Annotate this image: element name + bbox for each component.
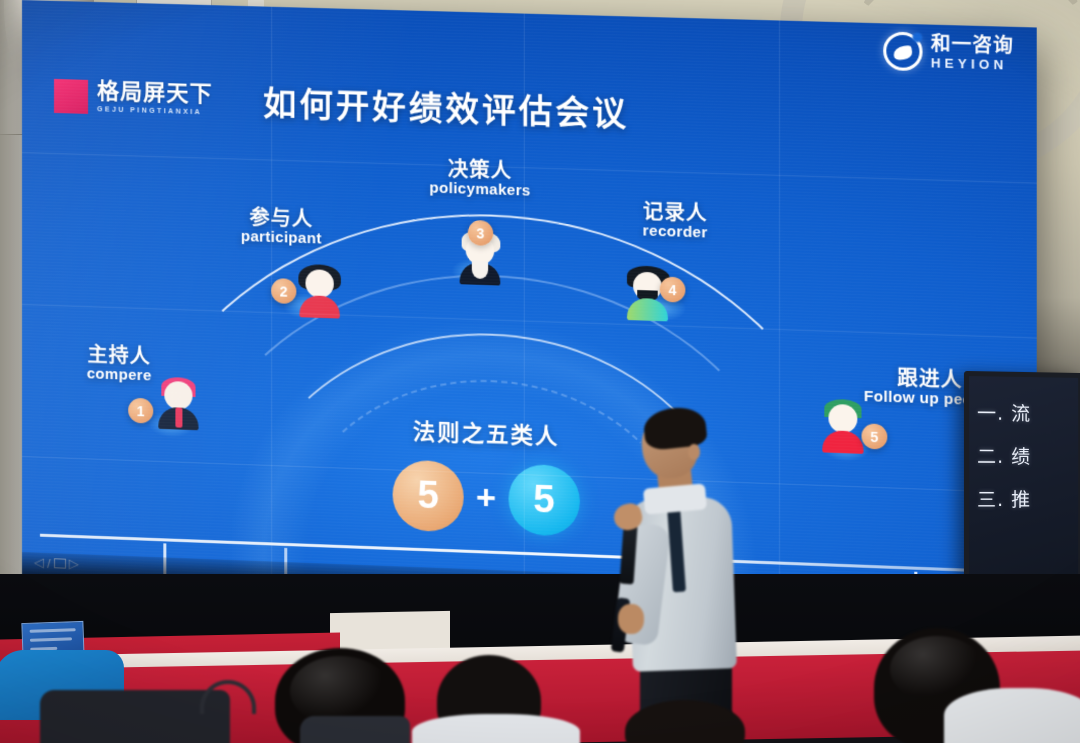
role-badge-4: 4 bbox=[659, 276, 686, 303]
slide-content: 格局屏天下 GEJU PINGTIANXIA 和一咨询 HEYION 如何开好绩… bbox=[22, 0, 1037, 652]
led-seam-v3 bbox=[778, 20, 781, 642]
brand-left-en: GEJU PINGTIANXIA bbox=[97, 106, 203, 117]
presenter bbox=[596, 404, 766, 743]
audience-head-1-sheen bbox=[290, 656, 390, 726]
brand-right-cn: 和一咨询 bbox=[930, 32, 1014, 58]
led-seam-v1 bbox=[271, 6, 273, 622]
brand-logo-left: 格局屏天下 GEJU PINGTIANXIA bbox=[54, 78, 213, 118]
role-label-1-cn: 主持人 bbox=[87, 342, 151, 369]
role-label-1: 主持人 compere bbox=[59, 342, 179, 385]
stage-apron-block bbox=[330, 610, 450, 654]
role-badge-3: 3 bbox=[467, 219, 494, 246]
monitor-line-3: 三. 推 bbox=[977, 488, 1032, 512]
role-badge-2: 2 bbox=[271, 278, 297, 305]
audience-bag-handle bbox=[200, 680, 256, 714]
role-node-3: 3 决策人 policymakers bbox=[429, 157, 531, 286]
role-label-2-cn: 参与人 bbox=[249, 205, 314, 232]
monitor-line-1: 一. 流 bbox=[977, 402, 1032, 426]
led-screen: 格局屏天下 GEJU PINGTIANXIA 和一咨询 HEYION 如何开好绩… bbox=[22, 0, 1037, 652]
brand-square-icon bbox=[54, 78, 89, 114]
role-label-4: 记录人 recorder bbox=[611, 199, 740, 243]
role-label-2: 参与人 participant bbox=[221, 205, 342, 248]
column-shadow bbox=[0, 0, 26, 612]
brand-logo-right: 和一咨询 HEYION bbox=[883, 31, 1014, 73]
audience-shoulders-4 bbox=[944, 688, 1080, 743]
audience-head-3 bbox=[625, 700, 745, 743]
presenter-collar bbox=[642, 483, 708, 515]
presenter-ear bbox=[688, 444, 700, 460]
avatar-followup-icon bbox=[816, 398, 870, 454]
role-node-1: 1 主持人 compere bbox=[87, 342, 204, 439]
role-badge-5: 5 bbox=[861, 423, 888, 450]
role-node-4: 4 记录人 recorder bbox=[621, 199, 708, 322]
avatar-participant-icon bbox=[293, 263, 346, 319]
role-badge-1: 1 bbox=[128, 397, 154, 424]
brand-right-en: HEYION bbox=[930, 54, 1008, 73]
presenter-hair bbox=[642, 404, 708, 452]
led-seam-v2 bbox=[523, 13, 525, 632]
audience-bag-2 bbox=[300, 716, 410, 743]
monitor-text-lines: 一. 流 二. 绩 三. 推 bbox=[977, 398, 1076, 528]
led-surface: 格局屏天下 GEJU PINGTIANXIA 和一咨询 HEYION 如何开好绩… bbox=[22, 0, 1037, 652]
center-summary-block: 法则之五类人 5 + 5 bbox=[354, 412, 619, 539]
role-node-5: 5 跟进人 Follow up people bbox=[816, 366, 996, 463]
audience-bag bbox=[40, 690, 230, 743]
role-node-2: 2 参与人 participant bbox=[241, 205, 346, 321]
brand-left-cn: 格局屏天下 bbox=[97, 79, 213, 108]
slide-title: 如何开好绩效评估会议 bbox=[263, 83, 630, 134]
center-plus-sign: + bbox=[475, 477, 497, 518]
monitor-line-2: 二. 绩 bbox=[977, 445, 1032, 469]
circle-swoosh-logo-icon bbox=[883, 31, 923, 72]
audience-shoulders-2 bbox=[412, 714, 580, 743]
presenter-hand-lower bbox=[618, 604, 644, 634]
role-label-4-cn: 记录人 bbox=[642, 199, 708, 226]
audience-head-4-sheen bbox=[890, 636, 984, 702]
